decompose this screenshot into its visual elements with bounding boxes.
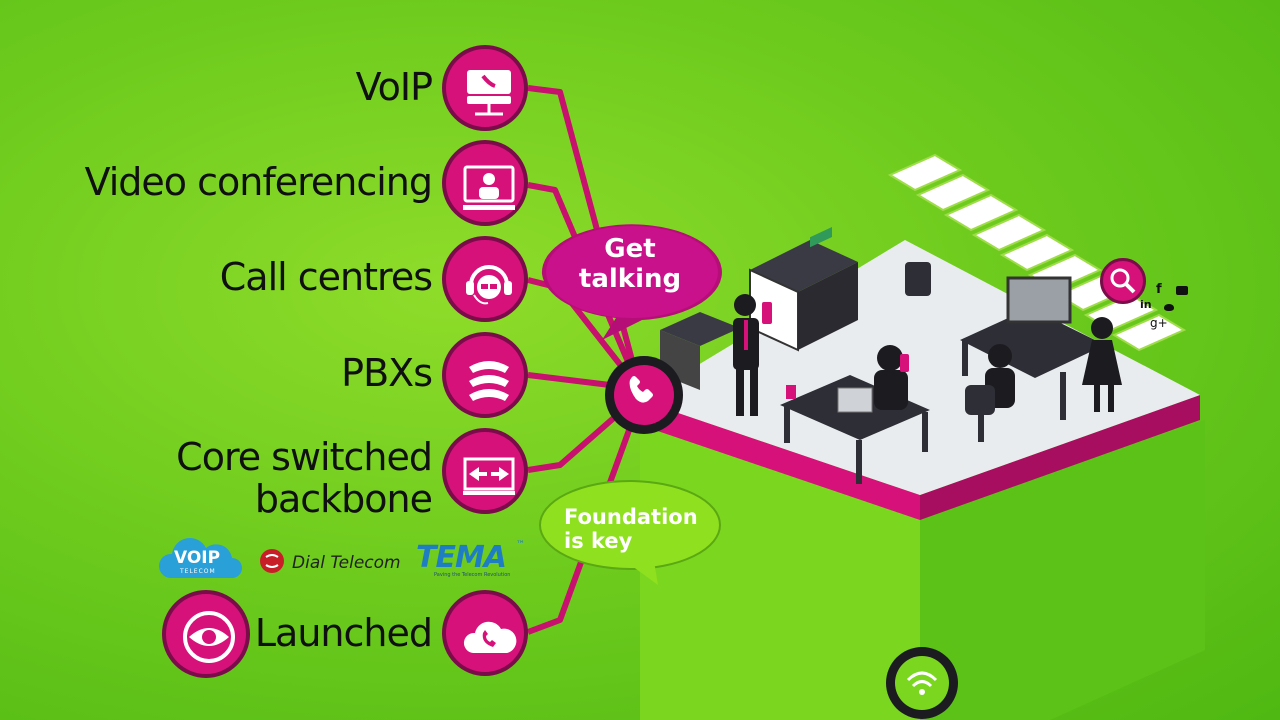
service-label-pbxs: PBXs xyxy=(341,351,433,395)
stacked-phones-icon xyxy=(469,361,509,401)
linkedin-icon: in xyxy=(1140,298,1152,311)
video-screen-icon xyxy=(463,165,515,210)
pbxs-circle xyxy=(442,332,528,418)
eye-icon xyxy=(183,611,235,663)
service-label-core-switched-line2: backbone xyxy=(254,477,433,521)
service-label-core-switched: Core switched backbone xyxy=(176,435,433,521)
voip-logo-main: VOIP xyxy=(174,548,221,568)
facebook-icon: f xyxy=(1156,282,1162,297)
video-conferencing-circle xyxy=(442,140,528,226)
service-label-call-centres: Call centres xyxy=(219,255,433,299)
get-talking-bubble-shape xyxy=(541,224,722,340)
launched-circle xyxy=(442,590,528,676)
core-switched-backbone-circle xyxy=(442,428,528,514)
dial-telecom-mark-icon xyxy=(260,549,284,573)
tema-logo: TEMA ™ Paving the Telecom Revolution xyxy=(410,540,530,580)
phone-handset-icon xyxy=(629,376,653,403)
service-label-core-switched-line1: Core switched xyxy=(176,435,433,479)
dial-telecom-logo: Dial Telecom xyxy=(258,545,418,579)
youtube-icon xyxy=(1176,286,1188,295)
get-talking-line2: talking xyxy=(578,264,682,294)
central-phone-hub xyxy=(605,356,683,434)
voip-logo-sub: TELECOM xyxy=(180,568,216,575)
foundation-bubble: Foundation is key xyxy=(552,505,714,553)
voip-server-icon xyxy=(467,70,511,116)
twitter-icon xyxy=(1164,304,1174,311)
get-talking-bubble: Get talking xyxy=(560,234,700,294)
search-icon xyxy=(1110,268,1136,294)
foundation-line2: is key xyxy=(564,529,633,553)
voip-telecom-logo: VOIP TELECOM xyxy=(158,538,242,582)
headset-agent-icon xyxy=(466,265,512,305)
tema-text: TEMA xyxy=(416,540,507,575)
eye-circle xyxy=(162,590,250,678)
service-label-voip: VoIP xyxy=(355,65,433,109)
dial-telecom-text: Dial Telecom xyxy=(292,553,401,573)
call-centres-circle xyxy=(442,236,528,322)
foundation-bubble-shape xyxy=(539,480,721,585)
switch-arrows-icon xyxy=(463,457,515,495)
tema-tm: ™ xyxy=(516,540,525,550)
foundation-line1: Foundation xyxy=(564,505,698,529)
voip-circle xyxy=(442,45,528,131)
get-talking-line1: Get xyxy=(604,234,656,264)
search-badge xyxy=(1100,258,1146,304)
tema-tagline: Paving the Telecom Revolution xyxy=(434,572,511,578)
googleplus-icon: g+ xyxy=(1150,316,1168,330)
service-label-video-conferencing: Video conferencing xyxy=(84,160,433,204)
service-label-launched: Launched xyxy=(254,611,433,655)
cloud-phone-icon xyxy=(463,621,517,653)
